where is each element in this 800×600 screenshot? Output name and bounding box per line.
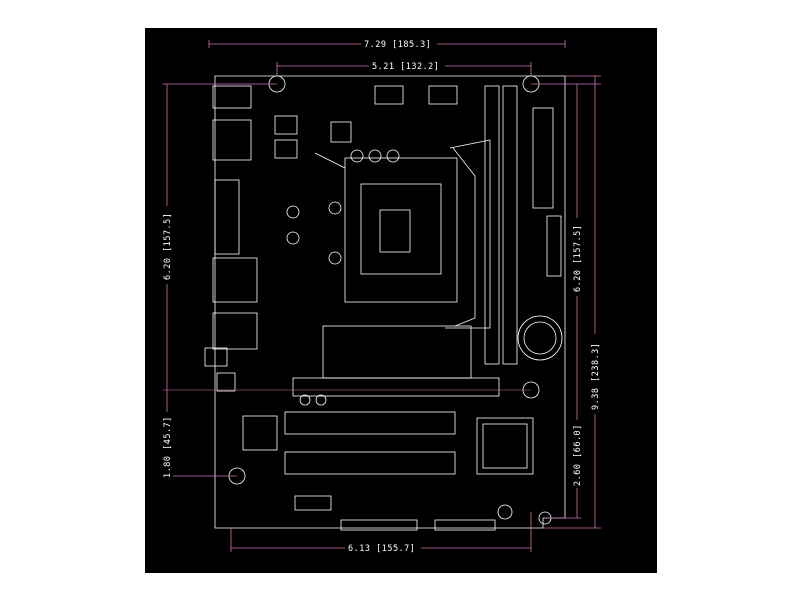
vrm-block-3 bbox=[330, 121, 352, 143]
dim-label-right-lower: 2.60 [66.0] bbox=[573, 424, 583, 486]
pcie-slot-2 bbox=[284, 411, 456, 435]
capacitor bbox=[286, 205, 300, 219]
dimm-slot-2 bbox=[502, 85, 518, 365]
capacitor bbox=[386, 149, 400, 163]
io-port-4 bbox=[212, 257, 258, 303]
dim-label-bottom: 6.13 [155.7] bbox=[348, 544, 415, 554]
dim-label-right-upper: 6.20 [157.5] bbox=[573, 225, 583, 292]
dimension-label-backgrounds bbox=[161, 38, 601, 554]
capacitor bbox=[286, 231, 300, 245]
io-port-5 bbox=[212, 312, 258, 350]
dim-label-right-overall: 9.38 [238.3] bbox=[591, 343, 601, 410]
cmos-battery-inner bbox=[523, 321, 557, 355]
cmos-battery bbox=[517, 315, 563, 361]
dim-label-left-lower: 1.80 [45.7] bbox=[163, 416, 173, 478]
dim-label-top-mount: 5.21 [132.2] bbox=[372, 62, 439, 72]
io-port-6 bbox=[204, 347, 228, 367]
mount-hole-5 bbox=[497, 504, 513, 520]
m2-slot bbox=[322, 325, 472, 379]
super-io-chip bbox=[242, 415, 278, 451]
vrm-block-5 bbox=[428, 85, 458, 105]
cpu-socket-inner bbox=[360, 183, 442, 275]
capacitor bbox=[368, 149, 382, 163]
sata-connector bbox=[546, 215, 562, 277]
io-port-1 bbox=[212, 85, 252, 109]
capacitor bbox=[350, 149, 364, 163]
cpu-socket-core bbox=[379, 209, 411, 253]
cpu-bracket bbox=[445, 139, 491, 329]
board-outline-group bbox=[204, 75, 566, 531]
motherboard-drawing-canvas: 7.29 [185.3] 5.21 [132.2] 6.20 [157.5] 1… bbox=[145, 28, 657, 573]
chipset-inner bbox=[482, 423, 528, 469]
cpu-socket bbox=[344, 157, 458, 303]
dimension-labels: 7.29 [185.3] 5.21 [132.2] 6.20 [157.5] 1… bbox=[163, 40, 601, 554]
vrm-block-4 bbox=[374, 85, 404, 105]
header-2 bbox=[340, 519, 418, 531]
motherboard-outline-drawing: 7.29 [185.3] 5.21 [132.2] 6.20 [157.5] 1… bbox=[161, 38, 601, 554]
io-port-2 bbox=[212, 119, 252, 161]
chipset bbox=[476, 417, 534, 475]
header-1 bbox=[294, 495, 332, 511]
vrm-block-2 bbox=[274, 139, 298, 159]
vrm-block-1 bbox=[274, 115, 298, 135]
header-3 bbox=[434, 519, 496, 531]
dim-label-top-overall: 7.29 [185.3] bbox=[364, 40, 431, 50]
capacitor bbox=[328, 251, 342, 265]
capacitor bbox=[328, 201, 342, 215]
dim-label-left-upper: 6.20 [157.5] bbox=[163, 213, 173, 280]
cpu-retention-arm bbox=[314, 147, 476, 327]
pcie-slot-3 bbox=[284, 451, 456, 475]
capacitor bbox=[299, 394, 311, 406]
capacitor bbox=[315, 394, 327, 406]
pcie-x16-slot bbox=[292, 377, 500, 397]
dimm-slot-1 bbox=[484, 85, 500, 365]
power-connector bbox=[532, 107, 554, 209]
io-port-3 bbox=[214, 179, 240, 255]
io-port-7 bbox=[216, 372, 236, 392]
